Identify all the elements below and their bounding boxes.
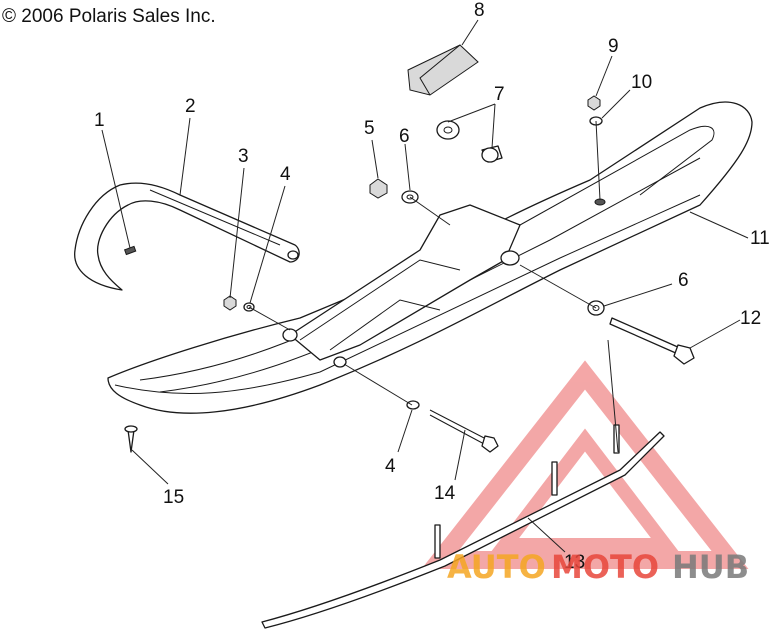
bolt-12-head: [673, 344, 695, 365]
callout-5: 5: [364, 118, 375, 139]
handle-loop: [74, 182, 300, 291]
leader-lines: [101, 19, 749, 553]
callout-14: 14: [434, 483, 456, 504]
washer-6-top-hole: [406, 194, 414, 200]
bushing-7a-hole: [443, 126, 453, 134]
part-8-block: [407, 44, 479, 96]
bolt-14-shaft: [429, 409, 489, 446]
callout-4-top: 4: [280, 164, 291, 185]
runner-stud-1: [434, 524, 441, 559]
callout-7: 7: [494, 84, 505, 105]
watermark-hub: HUB: [672, 548, 749, 586]
handle-end-hole: [287, 250, 299, 260]
handle-clip: [123, 245, 137, 256]
bushing-7b-face: [481, 147, 499, 163]
watermark-logo: [421, 360, 749, 569]
mount-hole-front: [500, 250, 520, 266]
callout-10: 10: [631, 72, 652, 93]
callout-12: 12: [740, 308, 761, 329]
watermark-auto: AUTO: [447, 548, 546, 586]
part-8-edge: [419, 44, 461, 96]
washer-4-bottom: [406, 400, 420, 410]
ski-body: [107, 101, 753, 414]
washer-4-top-hole: [246, 305, 252, 309]
nut-9: [587, 95, 601, 111]
watermark-triangle-outer: [421, 360, 749, 569]
handle-rib: [149, 189, 281, 246]
callout-6-top: 6: [399, 126, 410, 147]
bolt-14-head: [481, 435, 499, 453]
callout-11: 11: [750, 228, 770, 249]
watermark-text: AUTO MOTO HUB: [447, 548, 749, 586]
callout-15: 15: [163, 487, 184, 508]
callout-labels: 1 2 3 4 5 6 7 8 9 10 11 6 12 4 14 15 13: [94, 0, 770, 573]
nut-3: [223, 295, 237, 311]
copyright-text: © 2006 Polaris Sales Inc.: [2, 6, 216, 27]
spindle-mount: [289, 204, 521, 361]
nut-5: [369, 178, 388, 199]
callout-1: 1: [94, 110, 105, 131]
spindle-brace: [299, 259, 461, 351]
screw-15: [127, 429, 135, 453]
callout-9: 9: [608, 36, 619, 57]
callout-4-bottom: 4: [385, 456, 396, 477]
watermark-triangle-inner: [490, 428, 680, 552]
ski-edge-line: [114, 194, 701, 395]
washer-6-right-hole: [592, 305, 600, 311]
callout-3: 3: [238, 146, 249, 167]
callout-13: 13: [564, 552, 585, 573]
callout-6-right: 6: [678, 270, 689, 291]
watermark-moto: MOTO: [551, 548, 659, 586]
callout-8: 8: [474, 0, 485, 21]
screw-15-head: [124, 425, 138, 433]
mount-hole-rear: [333, 356, 347, 368]
bolt-12: [609, 317, 681, 355]
callout-2: 2: [185, 96, 196, 117]
bushing-7a: [436, 120, 460, 140]
hardware: [124, 44, 695, 453]
mount-hole-handle: [282, 328, 298, 342]
runner-stud-2: [551, 461, 558, 496]
ski-handle: [74, 182, 300, 291]
runner-bar: [261, 431, 665, 629]
